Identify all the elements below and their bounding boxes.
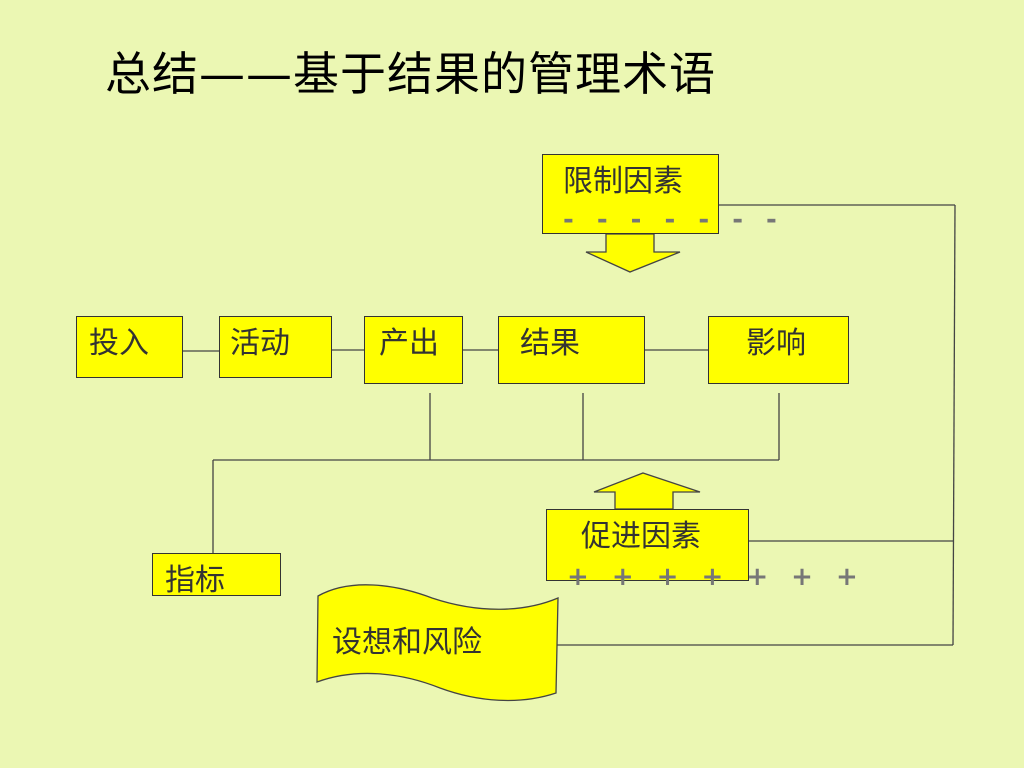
box-activity: 活动 <box>219 316 332 378</box>
box-indicator: 指标 <box>152 553 281 596</box>
arrow-up-icon <box>593 472 701 510</box>
box-output-label: 产出 <box>379 326 439 361</box>
box-activity-label: 活动 <box>230 326 290 361</box>
assumptions-label: 设想和风险 <box>332 625 482 660</box>
connector-right-vertical <box>952 204 956 646</box>
box-impact: 影响 <box>708 316 849 384</box>
box-promoting-factors: 促进因素 + + + + + + + <box>546 509 858 590</box>
box-outcome: 结果 <box>498 316 645 384</box>
assumptions-shape <box>316 584 559 702</box>
box-input: 投入 <box>76 316 183 378</box>
box-input-label: 投入 <box>89 326 149 361</box>
box-outcome-label: 结果 <box>520 326 580 361</box>
indicator-label: 指标 <box>165 563 225 596</box>
box-output: 产出 <box>364 316 463 384</box>
constraints-label: 限制因素 <box>563 164 683 199</box>
box-impact-label: 影响 <box>746 326 806 361</box>
slide-title: 总结——基于结果的管理术语 <box>105 47 716 101</box>
promoting-label: 促进因素 <box>581 519 701 554</box>
promoting-plus-marks: + + + + + + + <box>567 562 865 592</box>
arrow-down-icon <box>585 233 681 273</box>
box-constraints: 限制因素 - - - - - - - <box>542 154 777 234</box>
constraints-minus-marks: - - - - - - - <box>563 205 784 235</box>
